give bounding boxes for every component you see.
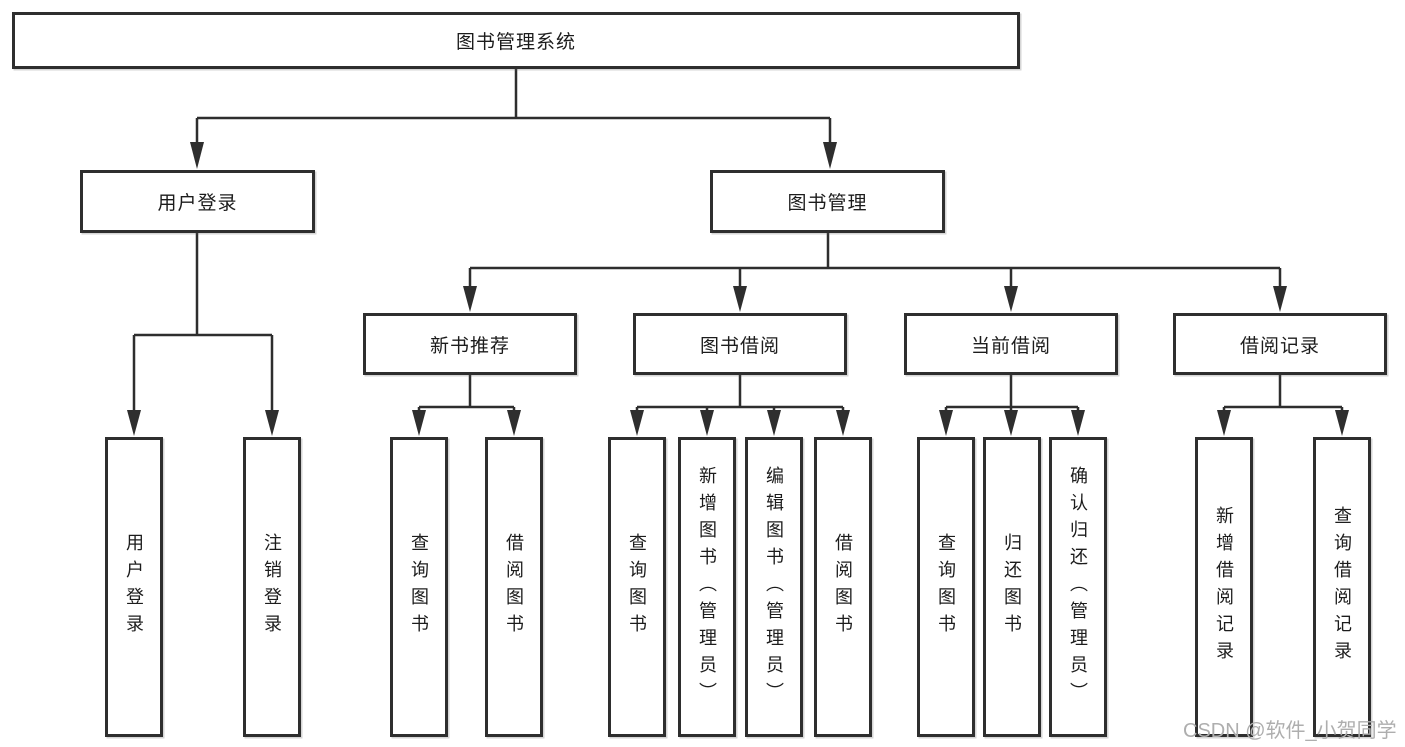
arrow-down-icon (265, 410, 279, 436)
arrow-down-icon (836, 410, 850, 436)
node-user-login: 用户登录 (80, 170, 315, 233)
arrow-down-icon (630, 410, 644, 436)
arrow-down-icon (1217, 410, 1231, 436)
node-leaf-query-books: 查询图书 (917, 437, 975, 737)
connector-current-borrowing (944, 375, 1080, 412)
arrowhead-icons (127, 142, 1349, 436)
node-leaf-return-books: 归还图书 (983, 437, 1041, 737)
arrow-down-icon (939, 410, 953, 436)
arrow-down-icon (700, 410, 714, 436)
connector-borrowing-records (1222, 375, 1344, 412)
arrow-down-icon (412, 410, 426, 436)
node-leaf-add-books-admin: 新增图书（管理员） (678, 437, 736, 737)
arrow-down-icon (1004, 410, 1018, 436)
arrow-down-icon (1071, 410, 1085, 436)
connector-book-borrowing (635, 375, 845, 412)
node-book-borrowing: 图书借阅 (633, 313, 847, 375)
node-borrowing-records: 借阅记录 (1173, 313, 1387, 375)
node-leaf-edit-books-admin: 编辑图书（管理员） (745, 437, 803, 737)
connector-user-login (132, 233, 274, 412)
connector-root (195, 68, 832, 145)
csdn-watermark: CSDN @软件_小贺同学 (1183, 720, 1397, 742)
node-new-book-recommendation: 新书推荐 (363, 313, 577, 375)
node-current-borrowing: 当前借阅 (904, 313, 1118, 375)
node-leaf-borrow-books: 借阅图书 (814, 437, 872, 737)
node-leaf-query-borrow-record: 查询借阅记录 (1313, 437, 1371, 737)
arrow-down-icon (1273, 286, 1287, 312)
arrow-down-icon (823, 142, 837, 169)
connector-paths (132, 68, 1344, 412)
node-leaf-add-borrow-record: 新增借阅记录 (1195, 437, 1253, 737)
arrow-down-icon (190, 142, 204, 169)
node-leaf-logout: 注销登录 (243, 437, 301, 737)
node-root-system: 图书管理系统 (12, 12, 1020, 69)
node-leaf-confirm-return-admin: 确认归还（管理员） (1049, 437, 1107, 737)
connector-new-book (417, 375, 516, 412)
node-leaf-query-books: 查询图书 (608, 437, 666, 737)
arrow-down-icon (1335, 410, 1349, 436)
arrow-down-icon (767, 410, 781, 436)
connector-book-mgmt (468, 233, 1282, 289)
node-leaf-borrow-books: 借阅图书 (485, 437, 543, 737)
arrow-down-icon (463, 286, 477, 312)
arrow-down-icon (1004, 286, 1018, 312)
arrow-down-icon (127, 410, 141, 436)
node-book-management: 图书管理 (710, 170, 945, 233)
arrow-down-icon (507, 410, 521, 436)
node-leaf-query-books: 查询图书 (390, 437, 448, 737)
node-leaf-user-login: 用户登录 (105, 437, 163, 737)
arrow-down-icon (733, 286, 747, 312)
